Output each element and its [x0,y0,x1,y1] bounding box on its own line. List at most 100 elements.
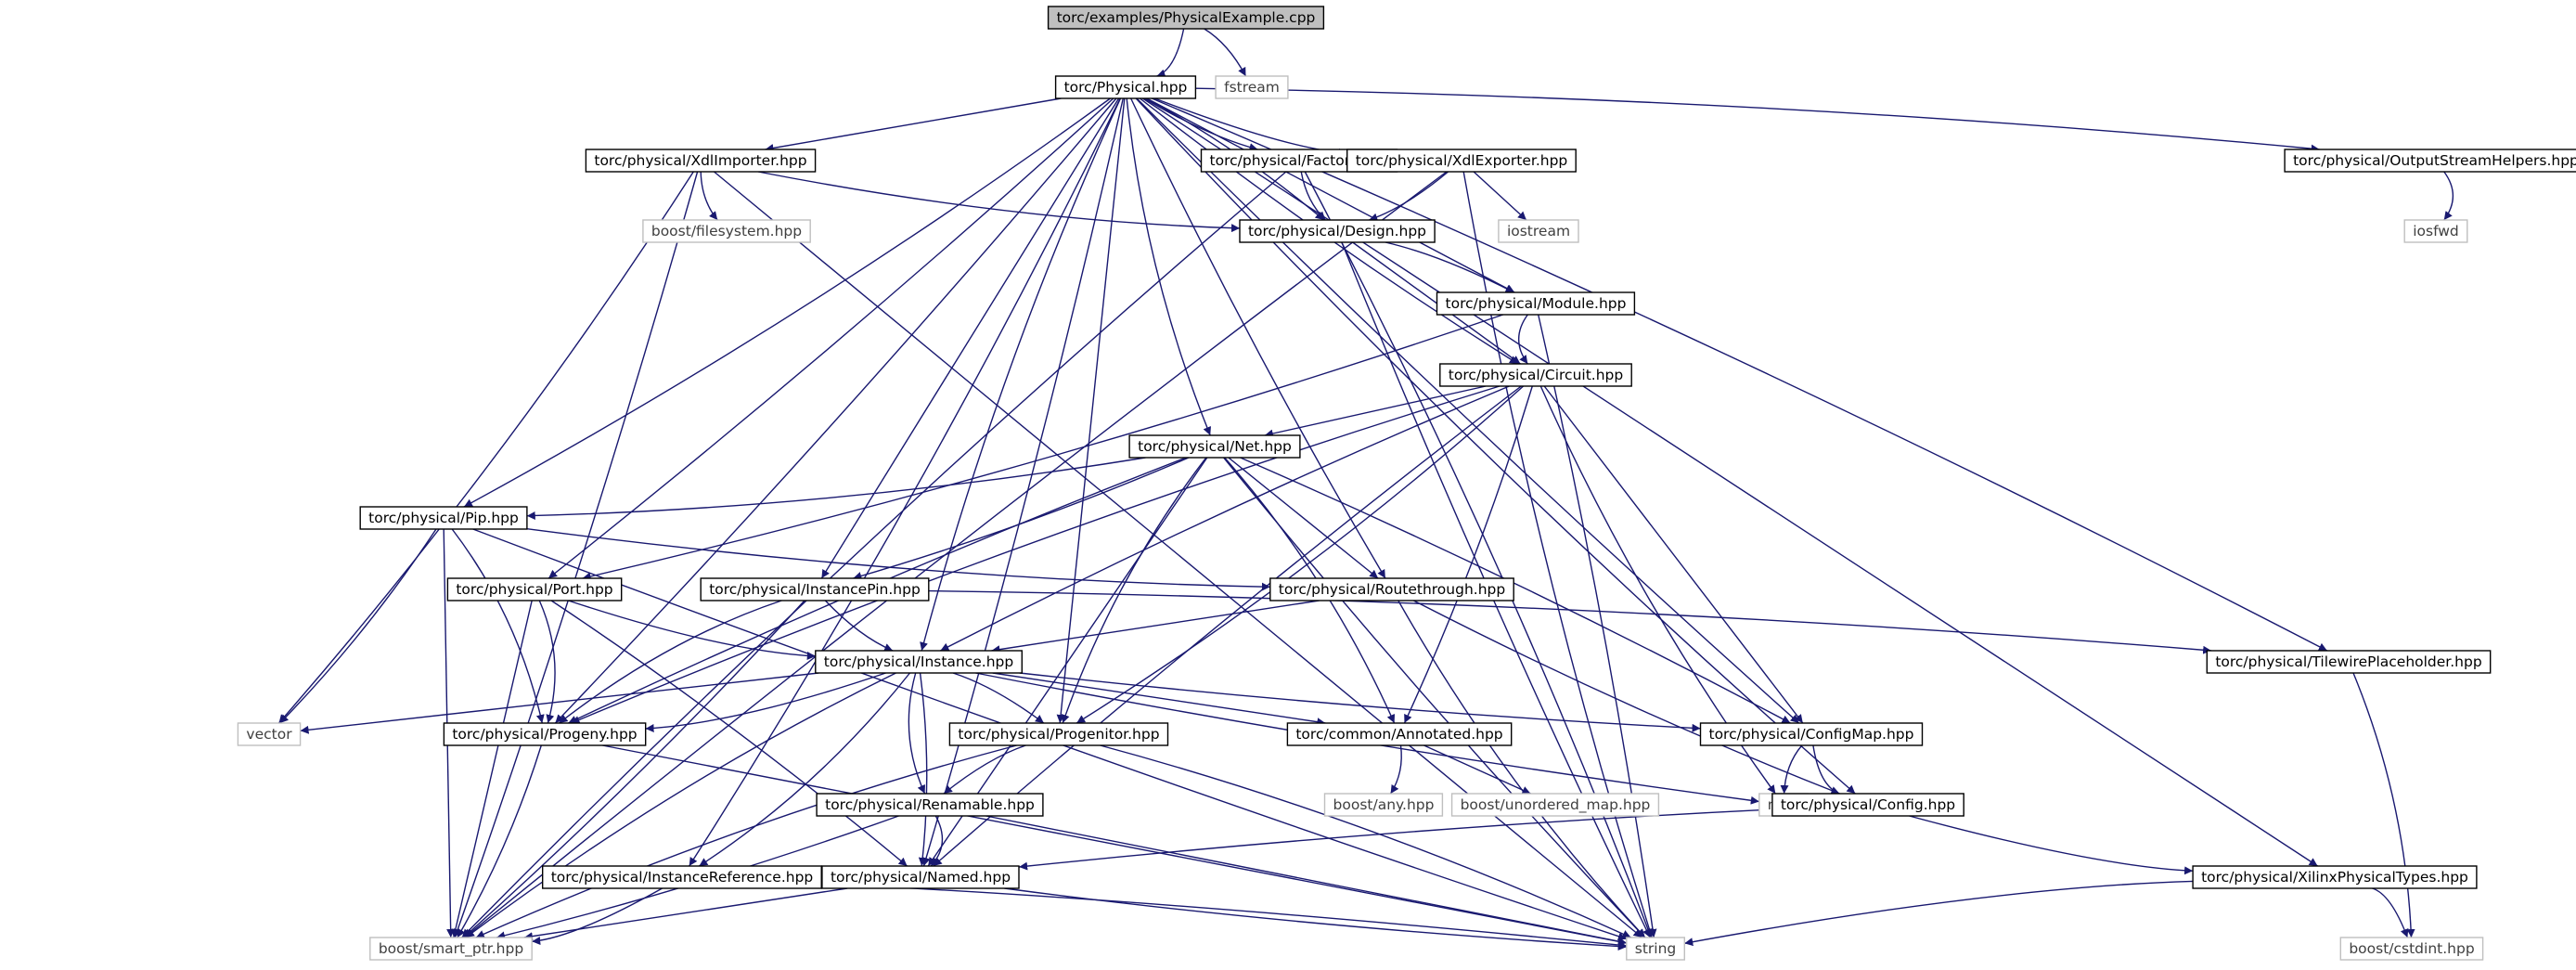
node-routethrough[interactable]: torc/physical/Routethrough.hpp [1269,577,1514,601]
edge-phys-to-iref [689,97,1121,867]
node-box-instance [815,650,1023,674]
node-design[interactable]: torc/physical/Design.hpp [1239,219,1436,243]
node-twp[interactable]: torc/physical/TilewirePlaceholder.hpp [2206,650,2492,674]
edge-module-to-circuit [1517,314,1528,365]
node-net[interactable]: torc/physical/Net.hpp [1128,434,1301,459]
node-bany: boost/any.hpp [1323,793,1444,817]
node-label-xdlexp: torc/physical/XdlExporter.hpp [1356,152,1568,169]
edge-configmap-to-config [1812,744,1840,795]
edge-xdlimp-to-bfs [700,171,718,221]
node-xdlimp[interactable]: torc/physical/XdlImporter.hpp [585,149,817,173]
node-progeny[interactable]: torc/physical/Progeny.hpp [443,722,647,746]
edge-iref-to-bsp [532,887,663,945]
node-label-progenitor: torc/physical/Progenitor.hpp [958,726,1159,743]
node-iostream: iostream [1498,219,1579,243]
node-config[interactable]: torc/physical/Config.hpp [1771,793,1964,817]
node-label-string: string [1635,940,1677,957]
edge-named-to-string [1004,887,1627,951]
edge-annotated-to-bumap [1423,744,1531,795]
node-box-xpt [2192,865,2478,889]
edge-port-to-named [550,600,908,867]
edge-module-to-port [582,314,1503,581]
edge-module-to-string [1538,314,1657,938]
node-box-ipin [700,577,930,601]
edge-instance-to-vector [300,672,819,734]
edge-pe-to-phys [1156,28,1185,78]
edge-routethrough-to-config [1413,600,1840,795]
node-label-bcstdint: boost/cstdint.hpp [2349,940,2474,957]
edge-phys-to-instance [920,97,1122,652]
edge-ipin-to-twp [928,589,2212,654]
node-progenitor[interactable]: torc/physical/Progenitor.hpp [948,722,1169,746]
node-configmap[interactable]: torc/physical/ConfigMap.hpp [1699,722,1924,746]
node-iosfwd: iosfwd [2403,219,2468,243]
node-bsp: boost/smart_ptr.hpp [369,937,533,961]
edge-phys-to-routethrough [1130,97,1386,579]
node-label-bfs: boost/filesystem.hpp [651,223,802,239]
node-label-design: torc/physical/Design.hpp [1248,223,1426,239]
edge-factory-to-bsp [461,171,1287,938]
edge-xdlimp-to-string [714,171,1642,938]
edge-factory-to-design [1300,171,1326,221]
edge-renamable-to-named [930,815,944,867]
node-renamable[interactable]: torc/physical/Renamable.hpp [816,793,1044,817]
edge-pip-to-vector [279,528,437,724]
edge-net-to-string [1223,457,1646,938]
node-box-bumap [1450,793,1660,817]
node-label-module: torc/physical/Module.hpp [1446,295,1627,312]
edge-phys-to-module [1146,97,1515,293]
node-pe[interactable]: torc/examples/PhysicalExample.cpp [1047,6,1325,30]
node-instance[interactable]: torc/physical/Instance.hpp [815,650,1023,674]
edge-phys-to-progenitor [1056,97,1126,724]
node-named[interactable]: torc/physical/Named.hpp [821,865,1020,889]
node-osh[interactable]: torc/physical/OutputStreamHelpers.hpp [2284,149,2576,173]
node-annotated[interactable]: torc/common/Annotated.hpp [1286,722,1513,746]
edge-port-to-instance [568,600,816,661]
edge-net-to-routethrough [1228,457,1379,579]
edge-named-to-bsp [523,887,848,941]
node-label-fstream: fstream [1224,79,1280,96]
node-xdlexp[interactable]: torc/physical/XdlExporter.hpp [1346,149,1577,173]
node-label-twp: torc/physical/TilewirePlaceholder.hpp [2215,653,2481,670]
node-xpt[interactable]: torc/physical/XilinxPhysicalTypes.hpp [2192,865,2478,889]
node-label-instance: torc/physical/Instance.hpp [824,653,1013,670]
node-port[interactable]: torc/physical/Port.hpp [446,577,623,601]
node-label-iref: torc/physical/InstanceReference.hpp [551,869,814,886]
edge-progenitor-to-renamable [943,744,1026,795]
edge-routethrough-to-string [1397,600,1646,938]
node-box-pe [1047,6,1325,30]
edge-instance-to-annotated [992,672,1326,727]
node-box-pip [359,506,528,530]
edge-annotated-to-bany [1390,744,1402,795]
edge-twp-to-bcstdint [2352,672,2415,938]
node-box-circuit [1439,363,1632,387]
node-box-bany [1323,793,1444,817]
edge-xdlexp-to-bsp [464,171,1448,938]
edge-progenitor-to-string [1100,744,1631,938]
edge-xdlimp-to-vector [277,171,694,724]
node-bumap: boost/unordered_map.hpp [1450,793,1660,817]
node-label-port: torc/physical/Port.hpp [456,581,612,598]
node-box-net [1128,434,1301,459]
edge-ipin-to-instance [824,600,894,652]
node-label-pip: torc/physical/Pip.hpp [368,510,519,526]
edge-port-to-progeny [538,600,556,724]
edge-circuit-to-instance [940,385,1510,652]
node-label-xpt: torc/physical/XilinxPhysicalTypes.hpp [2201,869,2468,886]
node-ipin[interactable]: torc/physical/InstancePin.hpp [700,577,930,601]
node-label-bumap: boost/unordered_map.hpp [1461,796,1651,814]
edge-net-to-configmap [1240,457,1791,724]
node-box-vector [237,722,302,746]
node-module[interactable]: torc/physical/Module.hpp [1436,291,1636,316]
node-pip[interactable]: torc/physical/Pip.hpp [359,506,528,530]
node-circuit[interactable]: torc/physical/Circuit.hpp [1439,363,1632,387]
node-label-osh: torc/physical/OutputStreamHelpers.hpp [2293,152,2576,169]
edge-phys-to-configmap [1136,97,1800,724]
node-label-iosfwd: iosfwd [2413,223,2459,239]
node-label-config: torc/physical/Config.hpp [1781,796,1955,813]
node-box-routethrough [1269,577,1514,601]
node-phys[interactable]: torc/Physical.hpp [1054,75,1197,99]
node-label-circuit: torc/physical/Circuit.hpp [1449,367,1623,383]
node-iref[interactable]: torc/physical/InstanceReference.hpp [542,865,822,889]
